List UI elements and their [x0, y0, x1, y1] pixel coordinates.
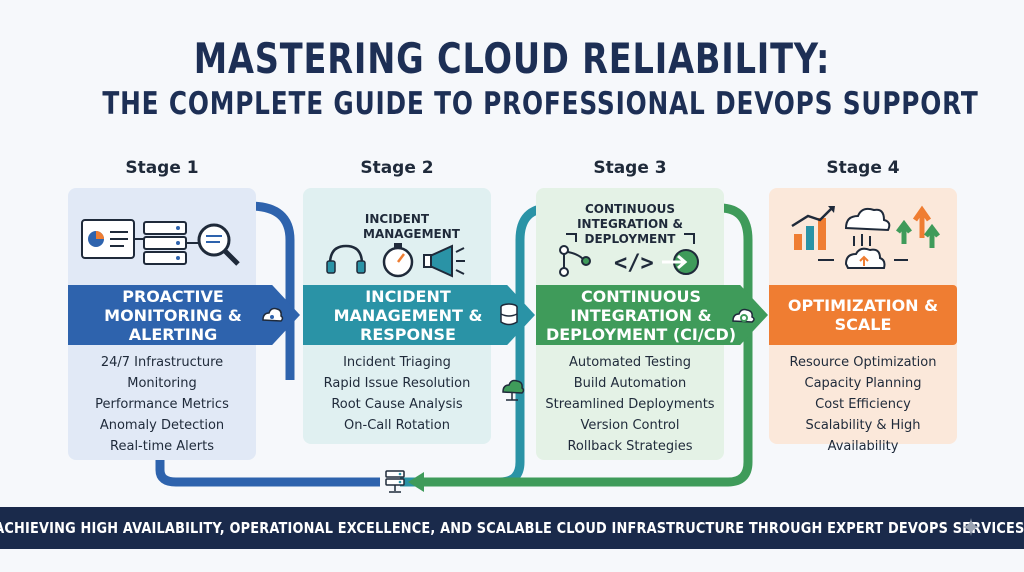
stopwatch-icon: [382, 243, 414, 278]
list-item: Build Automation: [573, 376, 687, 391]
stage-4-bullets: Resource Optimization Capacity Planning …: [769, 352, 957, 457]
list-item: On-Call Rotation: [344, 418, 450, 433]
stage-3-label: Stage 3: [593, 158, 667, 178]
cloud-sync-icon: [262, 307, 284, 322]
stage-1-banner: PROACTIVE MONITORING & ALERTING: [68, 285, 300, 345]
list-item: 24/7 Infrastructure Monitoring: [100, 355, 224, 391]
stage-1-label: Stage 1: [125, 158, 199, 178]
stage-1-bullets: 24/7 Infrastructure Monitoring Performan…: [68, 352, 256, 457]
dashboard-icon: [81, 219, 135, 259]
cycle-arrows-icon: [566, 233, 695, 244]
list-item: Cost Efficiency: [815, 397, 911, 412]
headset-icon: [326, 244, 366, 274]
list-item: Rapid Issue Resolution: [323, 376, 471, 391]
git-branch-icon: [559, 245, 591, 277]
list-item: Streamlined Deployments: [545, 397, 715, 412]
code-icon: </>: [614, 251, 654, 276]
sparkle-icon: [962, 518, 980, 536]
stage-3-top-text: CONTINUOUS INTEGRATION & DEPLOYMENT: [577, 202, 683, 246]
list-item: Rollback Strategies: [567, 439, 693, 454]
list-item: Scalability & High Availability: [805, 418, 921, 454]
stage-2-top-text: INCIDENT MANAGEMENT: [363, 212, 460, 241]
stage-3-bullets: Automated Testing Build Automation Strea…: [536, 352, 724, 457]
list-item: Root Cause Analysis: [331, 397, 463, 412]
stage-1-icon-group: [81, 219, 240, 266]
list-item: Incident Triaging: [343, 355, 451, 370]
stage-2-bullets: Incident Triaging Rapid Issue Resolution…: [303, 352, 491, 436]
stage-2-label: Stage 2: [360, 158, 434, 178]
stage-3-icon-group: </>: [559, 233, 699, 277]
cloud-gear-icon: [732, 308, 755, 323]
server-rack-icon: [134, 221, 198, 265]
growth-chart-icon: [791, 206, 835, 250]
list-item: Real-time Alerts: [110, 439, 214, 454]
blue-loop-arrow: [249, 201, 295, 380]
green-arrowhead: [408, 472, 424, 492]
stage-2-icon-group: [326, 243, 465, 278]
footer-text: ACHIEVING HIGH AVAILABILITY, OPERATIONAL…: [0, 519, 1024, 537]
stage-2-banner: INCIDENT MANAGEMENT & RESPONSE: [303, 285, 535, 345]
list-item: Version Control: [580, 418, 680, 433]
megaphone-icon: [423, 244, 465, 278]
database-icon: [500, 303, 518, 326]
stage-3-banner: CONTINUOUS INTEGRATION & DEPLOYMENT (CI/…: [536, 285, 768, 345]
list-item: Performance Metrics: [95, 397, 229, 412]
stage-4-banner: OPTIMIZATION & SCALE: [769, 285, 957, 345]
green-loop-arrow: [422, 203, 753, 487]
stage-4-icon-group: [791, 205, 940, 269]
list-item: Resource Optimization: [789, 355, 937, 370]
cloud-network-icon: [502, 379, 525, 401]
blue-bottom-arrow: [155, 440, 380, 487]
magnifier-chart-icon: [197, 223, 240, 266]
cloud-upload-icon: [818, 207, 908, 269]
list-item: Anomaly Detection: [99, 418, 225, 433]
server-icon: [385, 470, 405, 493]
stage-4-label: Stage 4: [826, 158, 900, 178]
list-item: Automated Testing: [569, 355, 691, 370]
svg-text:</>: </>: [614, 251, 654, 276]
page-subtitle: THE COMPLETE GUIDE TO PROFESSIONAL DEVOP…: [102, 86, 979, 122]
page-title: MASTERING CLOUD RELIABILITY:: [193, 34, 831, 83]
deploy-arrow-icon: [662, 249, 699, 275]
footer-banner: ACHIEVING HIGH AVAILABILITY, OPERATIONAL…: [0, 507, 1024, 549]
scale-up-arrows-icon: [896, 205, 940, 248]
list-item: Capacity Planning: [804, 376, 922, 391]
